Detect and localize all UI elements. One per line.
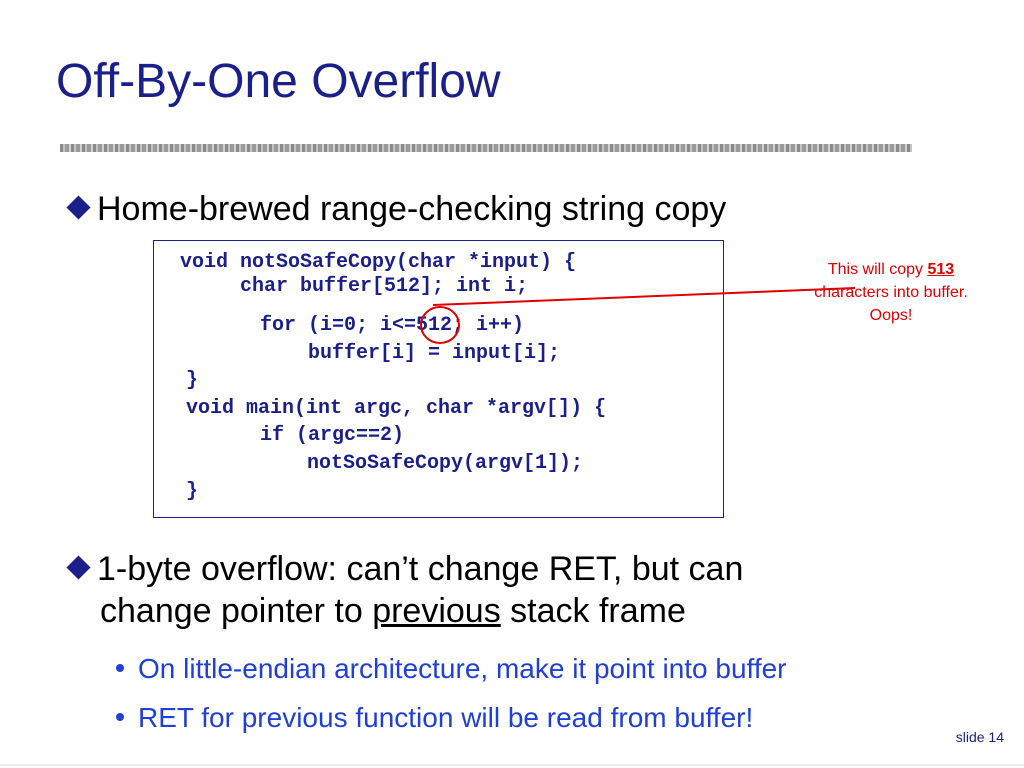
bullet-text-post: stack frame — [500, 592, 686, 630]
callout-text-pre: This will copy — [827, 261, 928, 278]
bullet-one-byte-overflow: 1-byte overflow: can’t change RET, but c… — [62, 548, 962, 632]
code-line: } — [186, 480, 199, 503]
dot-bullet-icon — [116, 713, 124, 721]
slide-number: slide 14 — [955, 729, 1004, 745]
sub-bullet-little-endian: On little-endian architecture, make it p… — [116, 652, 787, 686]
title-divider — [60, 144, 912, 152]
callout-text-post: characters into buffer. Oops! — [814, 284, 968, 324]
highlight-circle — [420, 306, 460, 344]
code-line: for (i=0; i<=512; i++) — [200, 314, 525, 337]
diamond-bullet-icon — [66, 555, 91, 580]
code-line: } — [186, 369, 199, 392]
underlined-word: previous — [372, 592, 501, 630]
callout-number: 513 — [927, 261, 955, 278]
code-line: void main(int argc, char *argv[]) { — [186, 397, 607, 420]
callout-note: This will copy 513 characters into buffe… — [806, 258, 976, 327]
code-line: notSoSafeCopy(argv[1]); — [211, 452, 584, 475]
bottom-divider — [0, 764, 1024, 766]
slide-title: Off-By-One Overflow — [56, 55, 501, 108]
code-box — [153, 240, 724, 518]
sub-bullet-text: RET for previous function will be read f… — [138, 702, 754, 733]
code-line: buffer[i] = input[i]; — [200, 342, 561, 365]
bullet-text-line2: change pointer to previous stack frame — [62, 590, 962, 632]
callout-pointer-line — [432, 287, 856, 306]
dot-bullet-icon — [116, 664, 124, 672]
bullet-range-checking: Home-brewed range-checking string copy — [62, 188, 726, 230]
bullet-text-line1: 1-byte overflow: can’t change RET, but c… — [97, 550, 744, 588]
bullet-text-pre: change pointer to — [100, 592, 373, 630]
code-line: void notSoSafeCopy(char *input) { — [180, 251, 577, 274]
sub-bullet-text: On little-endian architecture, make it p… — [138, 653, 787, 684]
code-line: char buffer[512]; int i; — [180, 275, 529, 298]
sub-bullet-ret: RET for previous function will be read f… — [116, 701, 753, 735]
code-line: if (argc==2) — [200, 424, 405, 447]
bullet-text: Home-brewed range-checking string copy — [97, 190, 727, 228]
